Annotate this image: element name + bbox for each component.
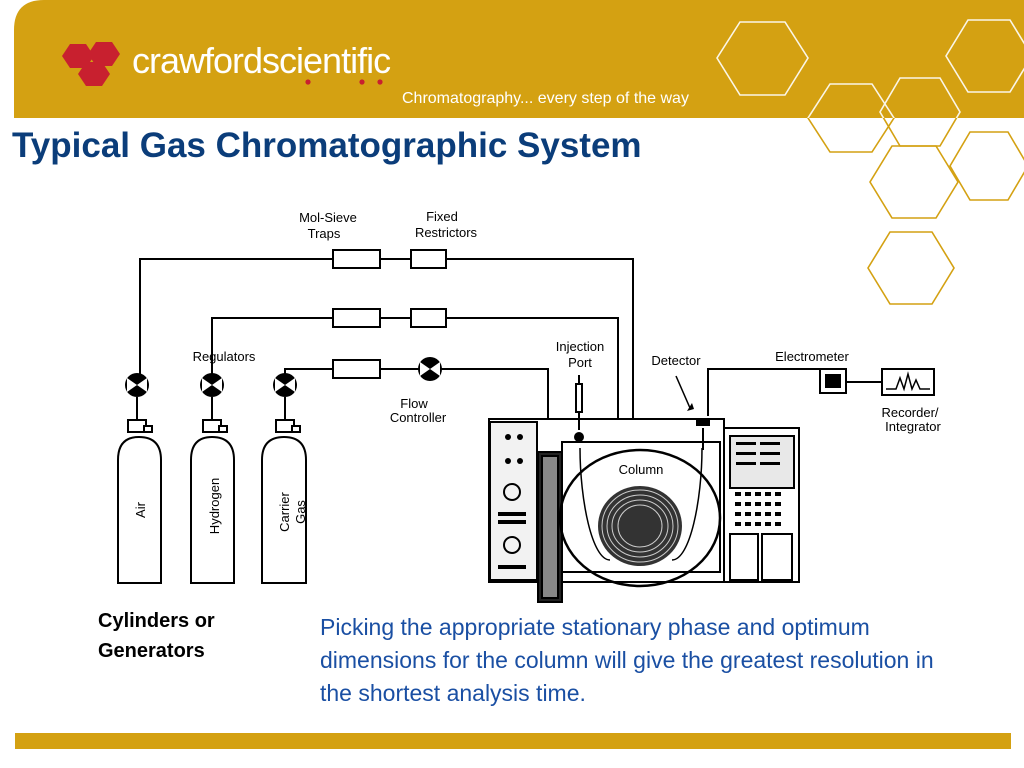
header-banner <box>14 0 1024 118</box>
brand-name: crawfordscientific <box>132 40 391 81</box>
label-restrictors: Restrictors <box>415 225 478 240</box>
gc-system-diagram: Mol-Sieve Traps Fixed Restrictors Regula… <box>117 209 941 603</box>
body-paragraph: Picking the appropriate stationary phase… <box>320 614 934 706</box>
hydrogen-cylinder <box>190 397 235 584</box>
label-hydrogen: Hydrogen <box>207 478 222 534</box>
injection-syringe-icon <box>574 375 584 442</box>
label-carrier: Carrier <box>277 491 292 531</box>
flow-controller-icon <box>418 357 442 381</box>
label-mol-sieve: Mol-Sieve <box>299 210 357 225</box>
label-gas: Gas <box>293 500 308 524</box>
hexagon-pattern <box>716 19 1024 118</box>
mol-sieve-trap <box>332 359 381 379</box>
mol-sieve-trap <box>332 308 381 328</box>
carrier-gas-cylinder <box>261 397 307 584</box>
hexagon-decoration <box>807 118 1024 305</box>
label-injection: Injection <box>556 339 604 354</box>
air-cylinder <box>117 397 162 584</box>
label-port: Port <box>568 355 592 370</box>
column-coil <box>558 447 722 588</box>
recorder-icon <box>881 368 935 396</box>
air-line <box>139 258 634 445</box>
label-traps: Traps <box>308 226 341 241</box>
fixed-restrictor <box>410 308 447 328</box>
fixed-restrictor <box>410 249 447 269</box>
label-electrometer: Electrometer <box>775 349 849 364</box>
electrometer-box <box>819 368 847 394</box>
label-column: Column <box>619 462 664 477</box>
caption-line-1: Cylinders or <box>98 610 215 632</box>
regulator-icon <box>125 373 297 397</box>
brand-tagline: Chromatography... every step of the way <box>402 90 689 107</box>
label-regulators: Regulators <box>193 349 256 364</box>
instrument-controls <box>498 434 781 569</box>
mol-sieve-trap <box>332 249 381 269</box>
label-controller: Controller <box>390 410 447 425</box>
footer-bar <box>15 733 1011 749</box>
page-title: Typical Gas Chromatographic System <box>12 126 642 165</box>
label-integrator: Integrator <box>885 419 941 434</box>
detector-line <box>707 368 820 416</box>
label-air: Air <box>133 501 148 518</box>
label-recorder: Recorder/ <box>881 405 938 420</box>
caption-line-2: Generators <box>98 640 205 662</box>
logo-mark <box>62 42 120 86</box>
detector-icon <box>675 375 710 450</box>
label-flow: Flow <box>400 396 428 411</box>
label-detector: Detector <box>651 353 701 368</box>
label-fixed: Fixed <box>426 209 458 224</box>
cylinders-caption: Cylinders or Generators <box>98 606 215 666</box>
